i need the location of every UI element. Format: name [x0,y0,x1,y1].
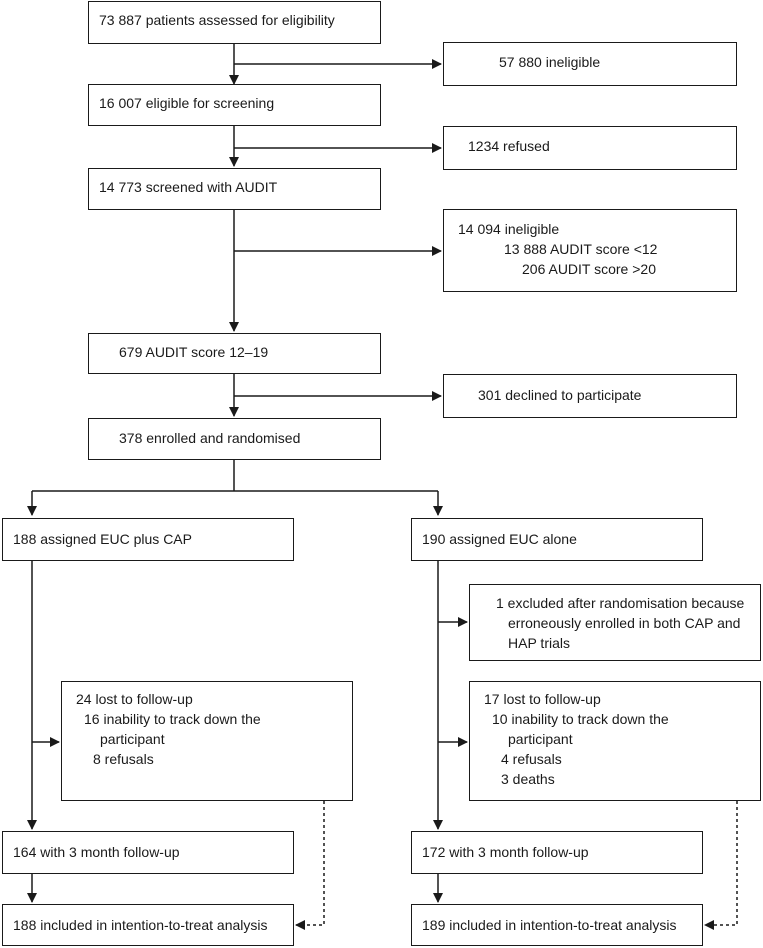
eligible-label: 16 007 eligible for screening [99,95,275,111]
left-itt-label: 188 included in intention-to-treat analy… [13,917,268,933]
right-excluded-line1: 1 excluded after randomisation because [496,595,745,611]
left-assigned-box: 188 assigned EUC plus CAP [2,518,294,561]
left-lost-line3: 8 refusals [93,751,154,767]
right-assigned-label: 190 assigned EUC alone [422,531,577,547]
ineligible-1-box: 57 880 ineligible [443,42,737,86]
refused-box: 1234 refused [443,126,737,170]
declined-label: 301 declined to participate [478,387,642,403]
enrolled-box: 378 enrolled and randomised [88,418,381,460]
left-lost-line1: 16 inability to track down the [84,711,261,727]
ineligible-1-label: 57 880 ineligible [499,54,601,70]
ineligible-2-line2: 206 AUDIT score >20 [522,261,656,277]
left-lost-box: 24 lost to follow-up 16 inability to tra… [61,681,353,801]
right-itt-box: 189 included in intention-to-treat analy… [411,904,703,946]
right-itt-label: 189 included in intention-to-treat analy… [422,917,677,933]
enrolled-label: 378 enrolled and randomised [119,430,301,446]
right-excluded-line3: HAP trials [508,635,570,651]
ineligible-2-line1: 13 888 AUDIT score <12 [504,241,658,257]
right-followup-label: 172 with 3 month follow-up [422,844,589,860]
declined-box: 301 declined to participate [443,374,737,418]
right-lost-line1: 10 inability to track down the [492,711,669,727]
left-lost-title: 24 lost to follow-up [76,691,193,707]
right-lost-line4: 3 deaths [501,771,555,787]
right-lost-box: 17 lost to follow-up 10 inability to tra… [469,681,761,801]
right-excluded-line2: erroneously enrolled in both CAP and [508,615,741,631]
ineligible-2-title: 14 094 ineligible [458,221,560,237]
eligible-box: 16 007 eligible for screening [88,84,381,126]
refused-label: 1234 refused [468,138,550,154]
ineligible-2-box: 14 094 ineligible 13 888 AUDIT score <12… [443,209,737,292]
left-lost-line2: participant [100,731,165,747]
left-followup-box: 164 with 3 month follow-up [2,831,294,874]
screened-label: 14 773 screened with AUDIT [99,179,278,195]
right-lost-line3: 4 refusals [501,751,562,767]
left-itt-box: 188 included in intention-to-treat analy… [2,904,294,946]
right-lost-line2: participant [508,731,573,747]
right-assigned-box: 190 assigned EUC alone [411,518,703,561]
left-followup-label: 164 with 3 month follow-up [13,844,180,860]
screened-box: 14 773 screened with AUDIT [88,168,381,210]
audit-range-box: 679 AUDIT score 12–19 [88,333,381,374]
assessed-label: 73 887 patients assessed for eligibility [99,12,335,28]
audit-range-label: 679 AUDIT score 12–19 [119,344,269,360]
right-excluded-box: 1 excluded after randomisation because e… [469,584,761,661]
dashed-arrow-left-lost-to-itt [295,801,325,930]
dashed-arrow-right-lost-to-itt [704,801,738,930]
assessed-box: 73 887 patients assessed for eligibility [88,1,381,44]
left-assigned-label: 188 assigned EUC plus CAP [13,531,192,547]
right-lost-title: 17 lost to follow-up [484,691,601,707]
right-followup-box: 172 with 3 month follow-up [411,831,703,874]
